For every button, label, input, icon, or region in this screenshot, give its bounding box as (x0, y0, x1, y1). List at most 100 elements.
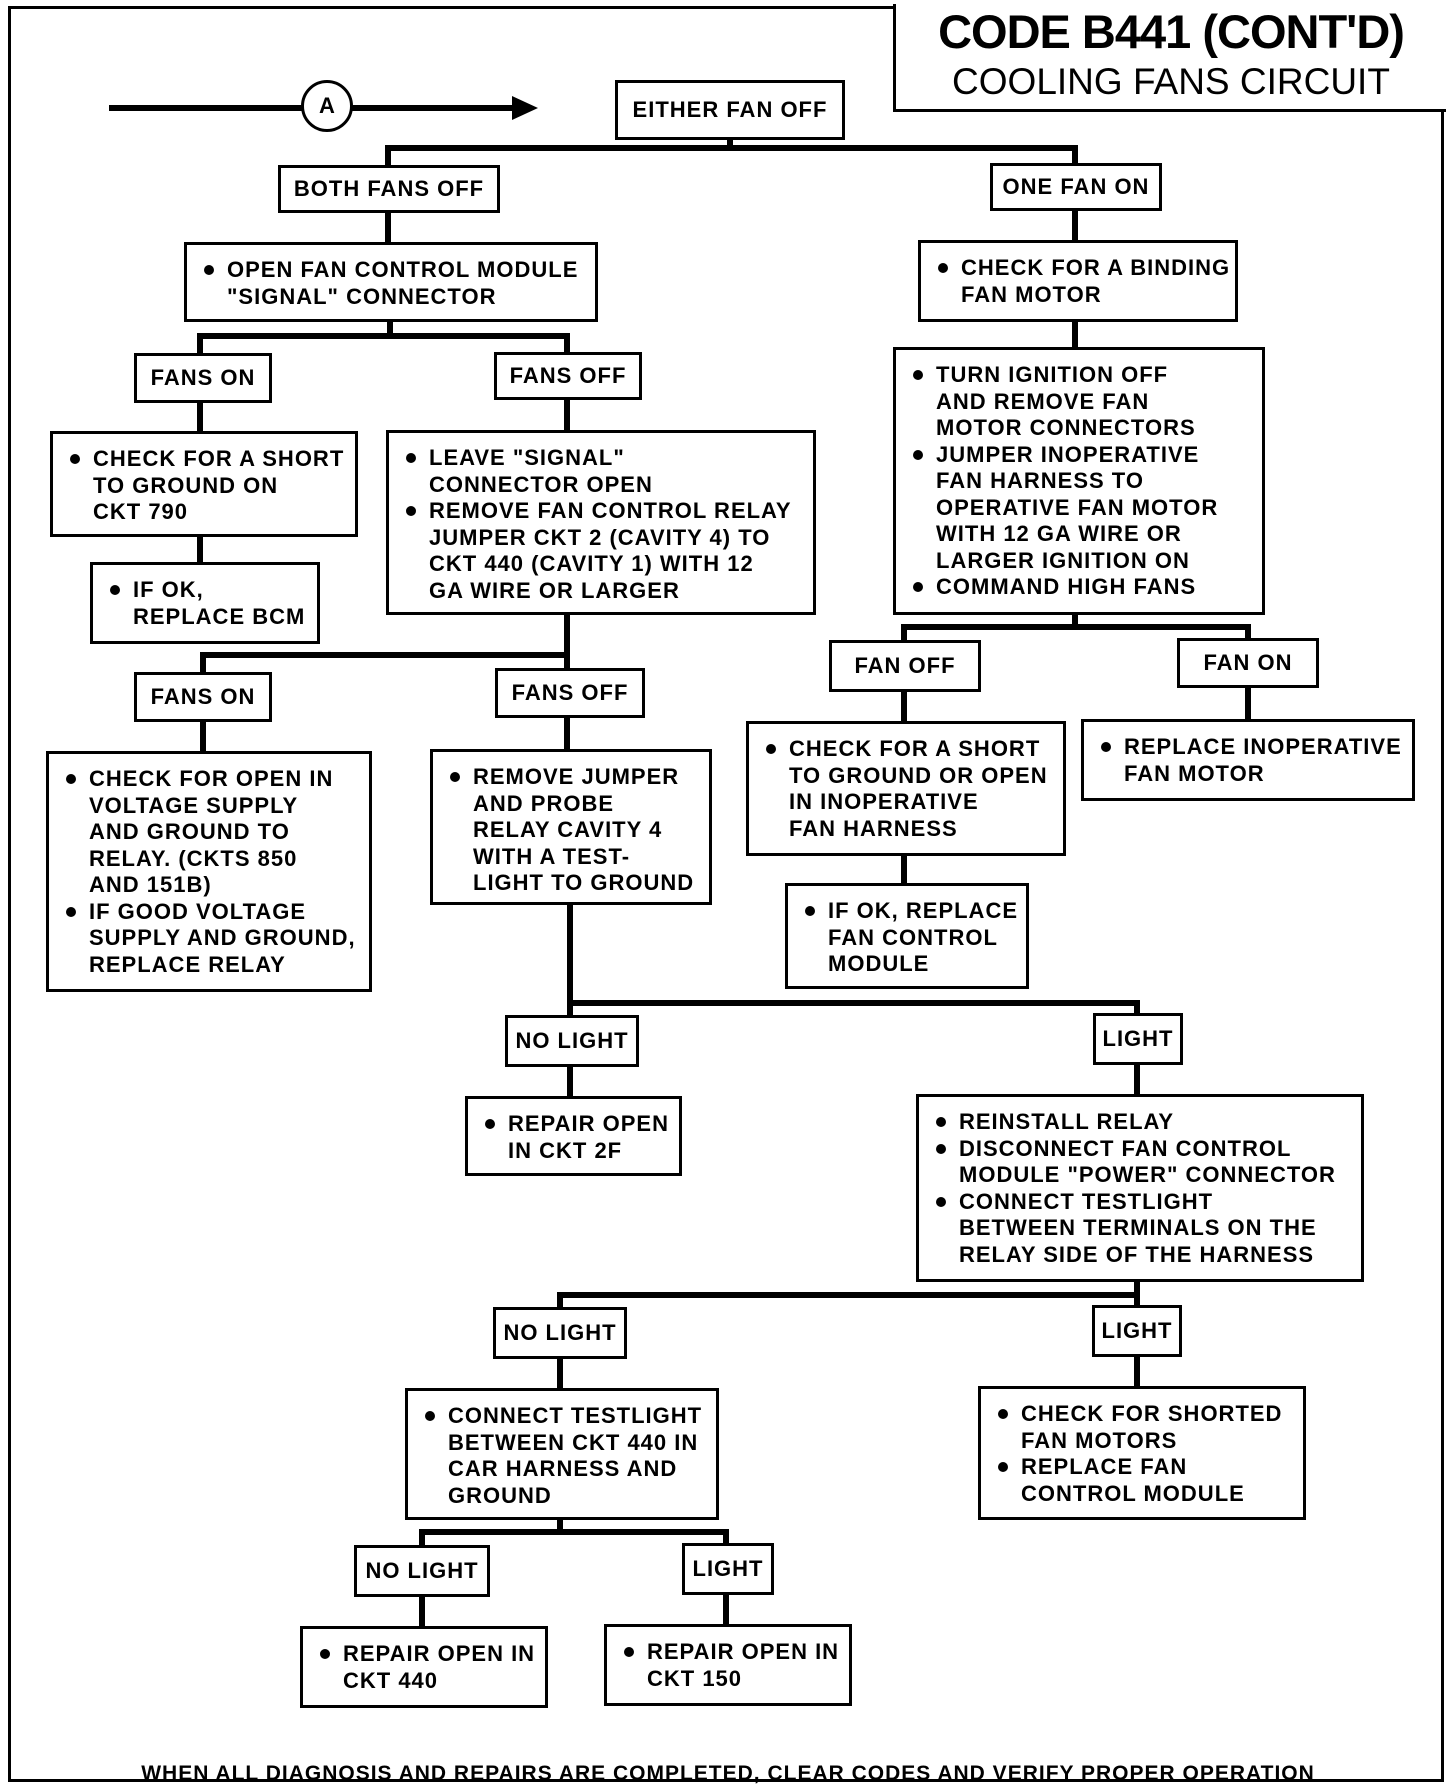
arrowhead-icon (512, 96, 538, 120)
node-no-light-2: NO LIGHT (493, 1307, 627, 1359)
node-no-light-1: NO LIGHT (505, 1015, 639, 1067)
step-text-line: AND REMOVE FAN (936, 388, 1150, 414)
step-text-line: VOLTAGE SUPPLY (89, 792, 299, 818)
node-no-light-3: NO LIGHT (354, 1545, 490, 1597)
step-text-line: FAN MOTORS (1021, 1427, 1178, 1453)
step-text-line: LIGHT TO GROUND (473, 870, 695, 895)
step-text-line: OPEN FAN CONTROL MODULE (227, 257, 579, 282)
step-text-line: REPLACE FAN (1021, 1454, 1188, 1479)
step-text-line: TO GROUND ON (93, 472, 279, 498)
step-text-line: TURN IGNITION OFF (936, 362, 1169, 387)
node-either-fan-off: EITHER FAN OFF (615, 80, 845, 140)
step-bullet: REINSTALL RELAY (933, 1109, 1353, 1136)
step-text-line: COMMAND HIGH FANS (936, 574, 1197, 599)
title-block: CODE B441 (CONT'D) COOLING FANS CIRCUIT (893, 4, 1446, 112)
step-text-line: CONNECT TESTLIGHT (959, 1188, 1214, 1214)
step-open-signal-connector: OPEN FAN CONTROL MODULE"SIGNAL" CONNECTO… (184, 242, 598, 322)
step-text-line: CKT 150 (647, 1665, 743, 1691)
node-fans-off-2: FANS OFF (495, 668, 645, 718)
step-text-line: CKT 440 (CAVITY 1) WITH 12 (429, 551, 754, 576)
step-text-line: GROUND (448, 1482, 552, 1508)
node-fans-off-1: FANS OFF (494, 352, 642, 400)
step-text-line: BETWEEN TERMINALS ON THE (959, 1215, 1317, 1240)
node-light-3: LIGHT (682, 1543, 774, 1595)
node-light-2: LIGHT (1092, 1305, 1182, 1357)
step-bullet: OPEN FAN CONTROL MODULE"SIGNAL" CONNECTO… (201, 257, 587, 310)
step-text-line: MODULE "POWER" CONNECTOR (959, 1162, 1336, 1187)
step-text-line: CHECK FOR A BINDING (961, 255, 1231, 280)
step-text-line: FAN HARNESS (789, 815, 958, 841)
step-text-line: JUMPER CKT 2 (CAVITY 4) TO (429, 524, 771, 550)
off-page-connector-a: A (301, 80, 353, 132)
step-text-line: IN INOPERATIVE (789, 789, 979, 814)
step-text-line: LARGER IGNITION ON (936, 547, 1190, 573)
step-text-line: CKT 440 (343, 1667, 439, 1693)
step-text-line: REPAIR OPEN IN (647, 1639, 840, 1664)
step-text-line: CHECK FOR SHORTED (1021, 1401, 1283, 1426)
step-text-line: REPLACE INOPERATIVE (1124, 734, 1402, 759)
connector-a-label: A (319, 93, 335, 118)
step-text-line: "SIGNAL" CONNECTOR (227, 283, 497, 309)
step-text-line: REPLACE BCM (133, 603, 306, 629)
step-text-line: CKT 790 (93, 499, 189, 524)
node-one-fan-on: ONE FAN ON (990, 163, 1162, 211)
page-subtitle: COOLING FANS CIRCUIT (952, 61, 1390, 102)
step-text-line: AND PROBE (473, 790, 615, 816)
step-text-line: CHECK FOR OPEN IN (89, 766, 334, 791)
node-fan-off: FAN OFF (829, 640, 981, 692)
step-text-line: FAN MOTOR (1124, 760, 1265, 786)
step-text-line: BETWEEN CKT 440 IN (448, 1429, 699, 1455)
step-text-line: IF OK, (133, 577, 204, 602)
step-text-line: CHECK FOR A SHORT (789, 736, 1041, 761)
step-text-line: SUPPLY AND GROUND, (89, 925, 356, 950)
step-text-line: GA WIRE OR LARGER (429, 577, 680, 603)
step-text-line: FAN CONTROL (828, 924, 998, 950)
step-text-line: RELAY SIDE OF THE HARNESS (959, 1241, 1315, 1267)
step-text-line: REMOVE FAN CONTROL RELAY (429, 498, 792, 523)
page-border (8, 6, 1444, 1782)
step-bullet: IF OK,REPLACE BCM (107, 577, 309, 630)
step-text-line: IN CKT 2F (508, 1137, 623, 1163)
step-replace-bcm: IF OK,REPLACE BCM (90, 562, 320, 644)
step-text-line: FAN HARNESS TO (936, 468, 1144, 493)
step-text-line: RELAY CAVITY 4 (473, 817, 663, 842)
step-text-line: CONNECTOR OPEN (429, 471, 653, 497)
